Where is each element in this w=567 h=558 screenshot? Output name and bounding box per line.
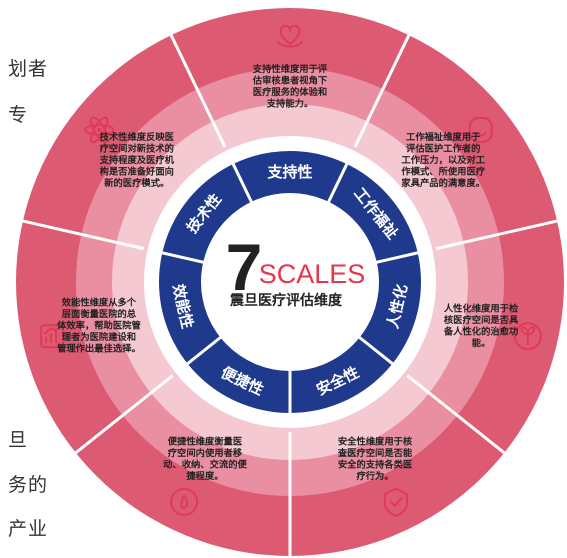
center-subtitle: 震旦医疗评估维度	[229, 292, 343, 309]
dimension-icons	[40, 24, 542, 517]
description-line-technology: 技术性维度反映医	[100, 131, 175, 143]
description-line-welfare: 作模式、所使用医疗	[401, 165, 485, 177]
description-line-efficiency: 理者为医院建设和	[62, 331, 136, 343]
wheel-dividers	[20, 32, 560, 558]
segment-divider	[20, 219, 145, 251]
segment-divider	[168, 32, 227, 148]
center-number: 7	[226, 230, 263, 304]
description-line-efficiency: 效能性维度从多个	[62, 297, 137, 309]
center-scales-word: SCALES	[259, 259, 366, 289]
description-line-safety: 查医疗空间是否能	[337, 447, 413, 459]
description-line-support: 支持性维度用于评	[252, 63, 328, 75]
side-text-fragment: 划者	[8, 58, 49, 80]
description-line-efficiency: 层面衡量医院的总	[62, 308, 137, 320]
description-line-technology: 新的医疗模式。	[104, 177, 169, 189]
side-text-fragment: 专	[8, 104, 29, 126]
description-line-welfare: 评估医护工作者的	[406, 142, 480, 154]
description-line-support: 估审核患者视角下	[252, 74, 327, 86]
side-text-fragment: 产业	[8, 518, 49, 540]
drop-icon	[170, 487, 199, 516]
description-line-humanity: 备人性化的治愈功	[443, 325, 518, 337]
description-line-efficiency: 管理作出最佳选择。	[57, 343, 141, 355]
band-divider	[185, 335, 223, 366]
description-line-support: 医疗服务的体验和	[253, 86, 327, 98]
band-divider	[160, 251, 205, 264]
description-line-technology: 构是否准备好面向	[100, 165, 174, 177]
description-line-welfare: 工作福祉维度用于	[406, 131, 480, 143]
segment-divider	[73, 374, 174, 456]
description-line-technology: 疗空间对新技术的	[100, 142, 174, 154]
description-line-welfare: 家具产品的满意度。	[401, 177, 485, 189]
atom-icon	[84, 116, 115, 144]
segment-divider	[406, 374, 507, 456]
description-line-efficiency: 体效率，帮助医院管	[57, 320, 141, 332]
growth-chart-icon	[40, 324, 65, 349]
description-line-welfare: 工作压力，以及对工	[401, 154, 485, 166]
description-line-safety: 安全性维度用于核	[338, 435, 413, 447]
description-line-convenience: 便捷性维度衡量医	[168, 435, 243, 447]
description-line-humanity: 人性化维度用于检	[444, 302, 519, 314]
description-line-technology: 支持程度及医疗机	[99, 154, 175, 166]
segment-divider	[353, 32, 412, 148]
heart-hands-icon	[277, 24, 303, 48]
seedling-icon	[513, 322, 542, 351]
segment-label-support: 支持性	[266, 163, 312, 181]
band-divider	[326, 162, 349, 204]
smile-face-icon	[468, 116, 493, 143]
side-text-fragment: 务的	[8, 474, 49, 496]
band-divider	[375, 251, 420, 264]
band-divider	[231, 162, 254, 204]
description-line-humanity: 核医疗空间是否具	[444, 314, 519, 326]
side-text-fragment: 旦	[8, 429, 29, 451]
description-line-convenience: 捷程度。	[186, 470, 223, 482]
description-line-safety: 安全的支持各类医	[338, 458, 413, 470]
description-line-humanity: 能。	[472, 337, 491, 349]
description-line-convenience: 疗空间内使用者移	[168, 447, 243, 459]
band-divider	[357, 335, 395, 366]
shield-check-icon	[383, 487, 408, 517]
description-line-convenience: 动、收纳、交流的便	[163, 458, 247, 470]
center-disc	[202, 194, 378, 370]
description-line-support: 支持能力。	[266, 97, 314, 109]
segment-divider	[435, 219, 560, 251]
dimension-descriptions: 支持性维度用于评估审核患者视角下医疗服务的体验和支持能力。工作福祉维度用于评估医…	[57, 63, 519, 482]
wheel-center: 7 SCALES 震旦医疗评估维度	[226, 230, 366, 309]
description-line-safety: 疗行为。	[356, 470, 393, 482]
